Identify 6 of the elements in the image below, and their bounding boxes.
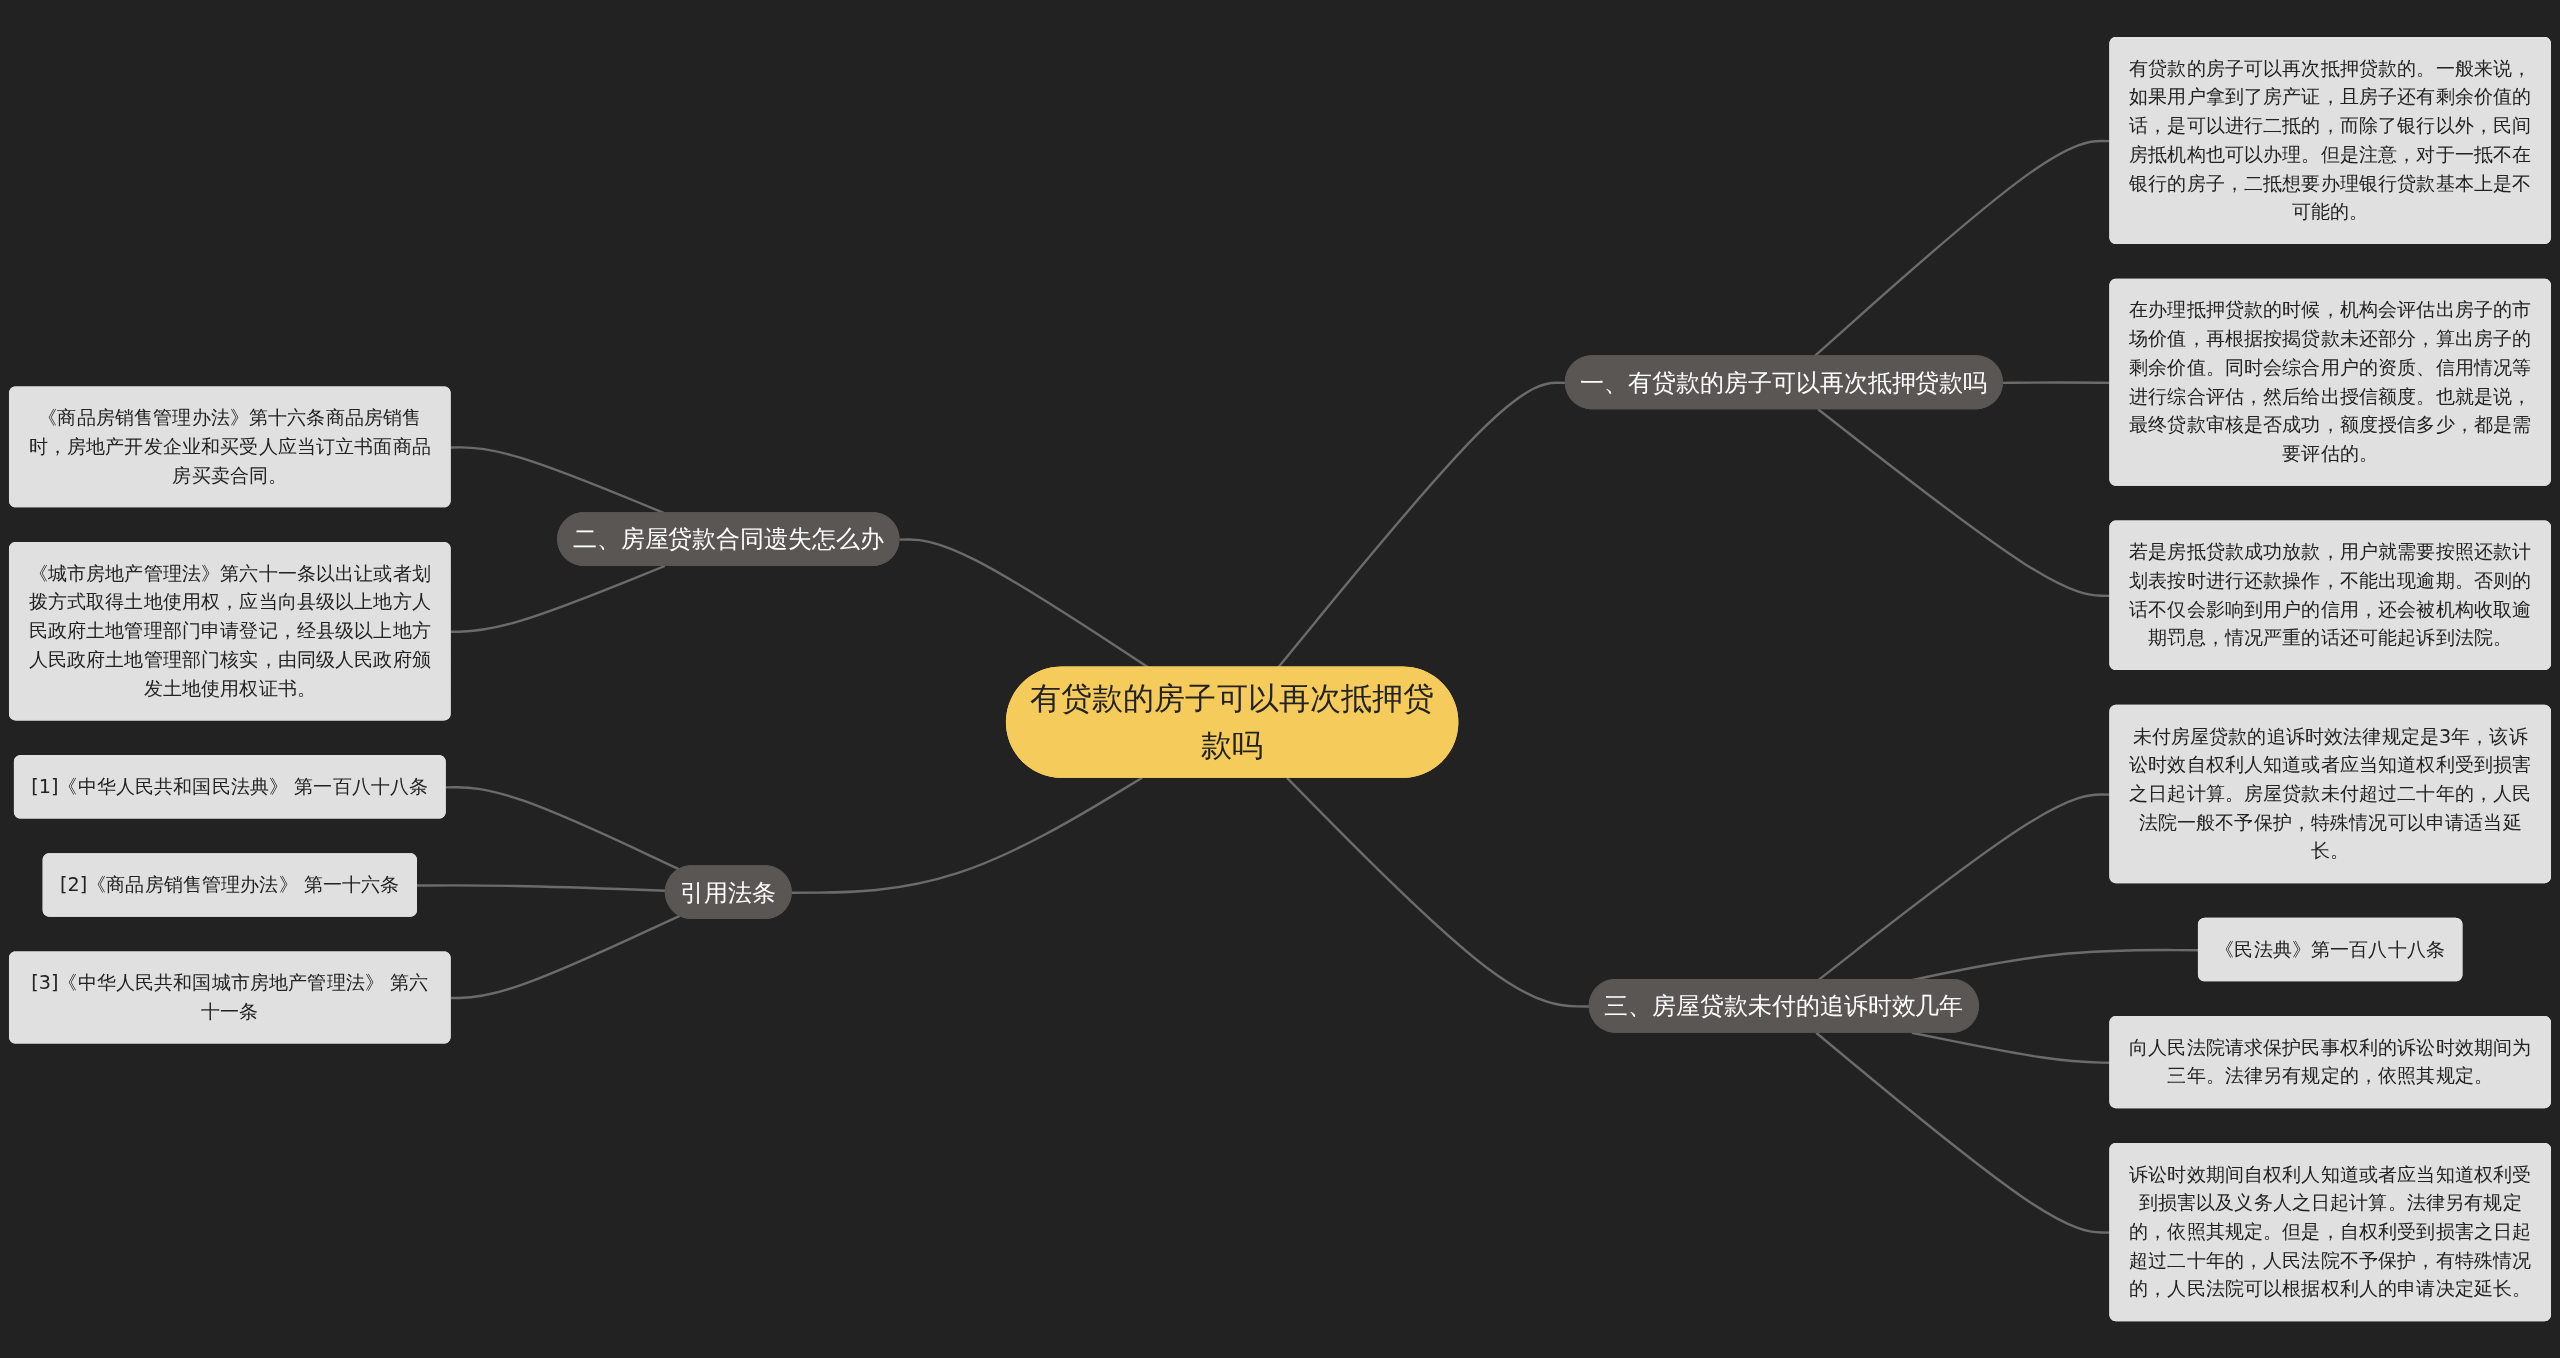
- connector: [450, 914, 681, 1000]
- connector: [445, 786, 681, 871]
- connector: [899, 538, 1150, 669]
- connector: [791, 776, 1143, 894]
- connector: [1286, 776, 1590, 1008]
- connector: [450, 564, 666, 633]
